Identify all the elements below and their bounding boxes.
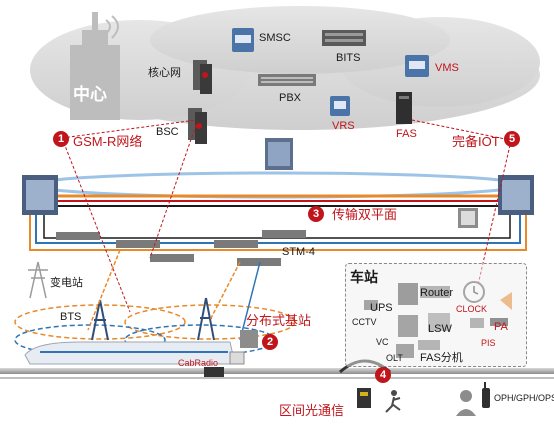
cabradio-icon [204,367,224,377]
vms-server-icon [405,55,429,77]
core-network-label: 核心网 [148,67,181,79]
callout-2-label: 分布式基站 [246,313,312,328]
cctv-label: CCTV [352,317,377,327]
bsc-server-icon [188,108,207,144]
pbx-label: PBX [279,92,302,104]
callout-1-badge: 1 [53,131,69,147]
vrs-server-icon [330,96,350,116]
callout-3-label: 传输双平面 [332,207,398,222]
station-panel [345,263,527,367]
fas-label: FAS [396,128,417,140]
transport-rings [29,171,527,251]
pbx-rack-icon [258,74,316,86]
gsmr-links [61,119,511,341]
rail-track [0,368,554,379]
terminal-label: OPH/GPH/OPS [494,393,554,403]
person-icon [456,390,476,416]
vms-label: VMS [435,62,459,74]
central-switch-icon [265,138,293,170]
center-label: 中心 [73,85,107,104]
bts-tower-right-icon [197,297,215,341]
bsc-label: BSC [156,126,179,138]
bits-label: BITS [336,52,361,64]
trackside-cabinet-icon [229,330,258,365]
smsc-label: SMSC [259,32,291,44]
smsc-server-icon [232,28,254,52]
vc-label: VC [376,337,389,347]
callout-4-label: 区间光通信 [279,403,345,418]
callout-5-badge: 5 [504,131,520,147]
stm4-label: STM-4 [282,246,315,258]
cabradio-label: CabRadio [178,358,219,368]
lsw-label: LSW [428,323,452,335]
pa-label: PA [494,321,508,333]
clock-label: CLOCK [456,304,488,314]
fas-ext-label: FAS分机 [420,352,463,364]
train-icon [24,341,236,365]
core-network-server-icon [193,60,212,94]
substation-tower-icon [28,261,48,299]
center-building-icon [70,12,120,120]
right-core-switch-icon [498,175,534,215]
transmission-units [56,230,306,266]
bits-rack-icon [322,30,366,46]
callout-2-badge: 2 [262,334,278,350]
left-core-switch-icon [22,175,58,215]
router-label: Router [420,287,454,299]
callout-5-label: 完备IOT [452,134,500,149]
bts-tower-left-icon [91,299,109,341]
callout-3-badge: 3 [308,206,324,222]
maintenance-worker-icon [385,390,401,413]
substation-label: 变电站 [50,277,83,289]
station-title: 车站 [350,269,378,285]
handheld-terminal-icon [482,382,490,408]
olt-label: OLT [386,353,403,363]
ups-label: UPS [370,302,393,314]
pis-label: PIS [481,338,496,348]
callout-4-badge: 4 [375,367,391,383]
fas-server-icon [396,92,412,124]
ring-node-icon [458,208,478,228]
callout-1-label: GSM-R网络 [73,134,143,149]
bts-label: BTS [60,311,82,323]
vrs-label: VRS [332,120,355,132]
